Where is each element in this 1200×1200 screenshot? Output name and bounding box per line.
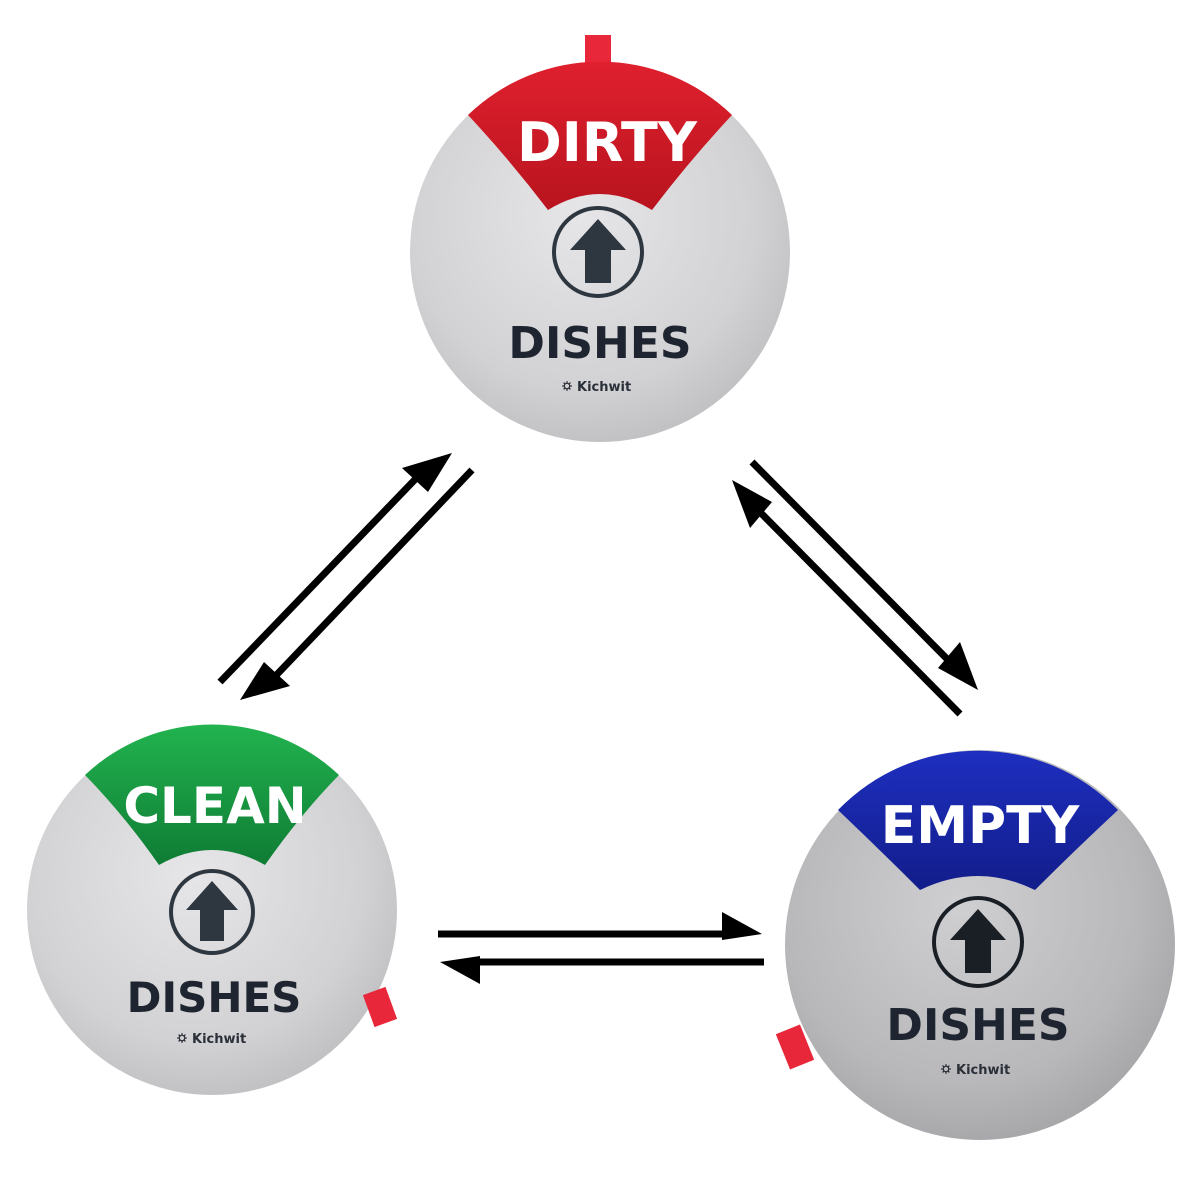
magnet-dirty: DIRTY DISHES Kichwit [410,35,790,442]
arrow-up-icon [552,206,644,298]
double-arrow-icon [438,912,764,984]
magnet-empty-status: EMPTY [881,796,1081,856]
magnet-clean-banner [85,724,339,865]
magnet-empty: EMPTY DISHES Kichwit [775,750,1175,1140]
magnet-empty-tab [775,1024,815,1070]
magnet-dirty-label: DISHES [508,318,691,369]
arrow-empty-to-dirty [745,497,963,717]
arrow-up-icon [169,869,255,955]
double-arrow-icon [732,459,978,717]
magnet-clean: CLEAN DISHES Kichwit [27,724,398,1095]
magnet-dirty-status: DIRTY [517,111,698,174]
magnet-dirty-brand: Kichwit [577,380,631,395]
arrow-clean-to-dirty [217,463,431,685]
magnet-clean-brand: Kichwit [192,1032,246,1047]
magnet-clean-label: DISHES [127,973,302,1022]
magnet-clean-status: CLEAN [123,777,306,835]
magnet-empty-banner [838,750,1118,890]
magnet-clean-tab [362,986,398,1028]
double-arrow-icon [217,453,475,700]
magnet-dirty-banner [468,61,732,211]
arrow-up-icon [932,896,1024,988]
arrow-dirty-to-clean [261,467,475,691]
arrow-dirty-to-empty [749,459,963,675]
magnet-empty-brand: Kichwit [956,1063,1010,1078]
magnet-empty-label: DISHES [886,1000,1069,1051]
